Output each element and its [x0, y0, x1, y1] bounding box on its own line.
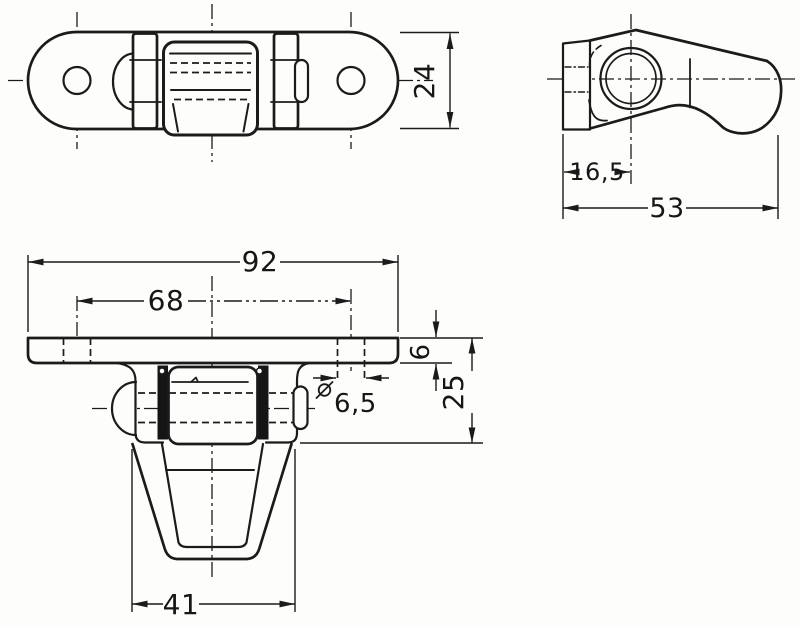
dimension-plate-width: 24	[400, 31, 459, 130]
side-view: 16,5 53	[547, 14, 795, 224]
dimension-hole-spacing: 68	[77, 284, 351, 317]
pivot-pin-end-front	[292, 385, 309, 431]
latch-cam-front	[167, 365, 259, 446]
dimension-plate-length: 92	[27, 245, 399, 332]
dim-label-68: 68	[148, 284, 185, 317]
pivot-boss-outer	[599, 46, 663, 111]
bracket-right-front	[264, 361, 311, 444]
cam-tick	[190, 376, 199, 383]
front-view: 92 68 6 25	[26, 245, 483, 621]
side-plate	[561, 39, 592, 131]
bracket-left-front	[115, 361, 165, 444]
screw-hole-left	[62, 65, 92, 96]
hidden-contour-arc	[588, 44, 602, 72]
diameter-symbol-icon	[315, 381, 334, 399]
dimension-hole-offset: 16,5	[562, 134, 630, 219]
dim-label-53: 53	[649, 193, 684, 224]
dim-label-16-5: 16,5	[569, 158, 624, 186]
pivot-pin-head	[111, 52, 136, 111]
stirrup-loop-inner	[160, 442, 265, 549]
pivot-pin-end	[293, 58, 310, 104]
dim-label-25: 25	[437, 374, 470, 411]
dim-label-41: 41	[163, 588, 200, 621]
clamp-bar-left	[157, 365, 168, 440]
pivot-boss-inner	[605, 52, 657, 105]
screw-hole-right	[336, 65, 366, 96]
dim-label-24: 24	[408, 63, 441, 100]
dimension-hole-diameter: 6,5	[313, 374, 389, 419]
spring-leg	[242, 103, 250, 133]
mounting-plate-front	[26, 336, 400, 365]
pivot-pin-head-front	[110, 380, 138, 437]
dim-label-92: 92	[242, 245, 279, 278]
dim-label-6: 6	[406, 343, 436, 360]
dimension-drop-height: 25	[300, 338, 483, 444]
clamp-bar-right	[258, 365, 269, 440]
dimension-loop-width: 41	[131, 449, 296, 621]
top-view: 24	[8, 4, 459, 162]
spring-leg	[172, 103, 179, 133]
side-top-outline	[588, 28, 769, 63]
stirrup-loop-outer	[131, 442, 293, 561]
dimension-side-length: 53	[563, 135, 779, 224]
rivet-tab	[158, 367, 166, 375]
side-underside	[588, 103, 724, 130]
rivet-tab	[255, 367, 264, 375]
bracket-left	[131, 32, 159, 130]
side-hook	[721, 59, 783, 135]
latch-cam-top	[162, 40, 259, 137]
fillet-curve	[588, 99, 608, 122]
dim-label-6-5: 6,5	[334, 389, 377, 419]
